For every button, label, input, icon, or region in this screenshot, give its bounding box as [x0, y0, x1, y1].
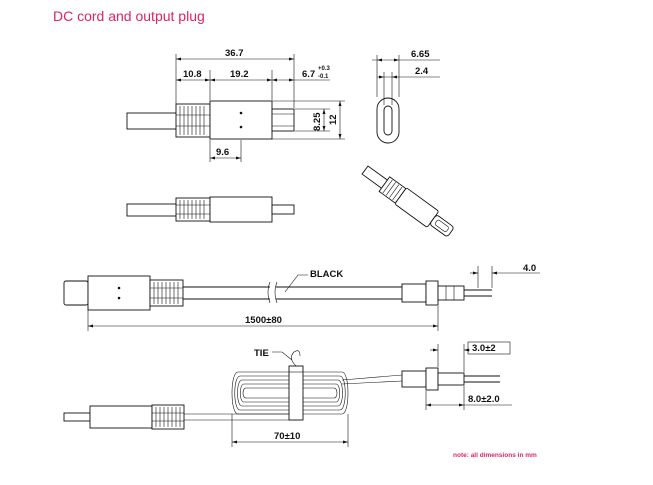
dim-plug-tol-upper: +0.3	[318, 66, 331, 72]
cable-length-view: BLACK 4.0 1500±80	[63, 263, 540, 331]
dim-end-inner: 2.4	[415, 66, 429, 77]
coiled-cable-view: TIE 3.0±2 8.0±2.0	[63, 341, 512, 447]
dim-plug-tol-lower: -0.1	[318, 74, 329, 80]
dim-body-height: 12	[328, 114, 339, 125]
dimensions-note: note: all dimensions in mm	[453, 452, 537, 459]
dim-overall: 36.7	[225, 48, 244, 59]
dim-cable-strain: 10.8	[183, 69, 202, 80]
dim-coil-length: 70±10	[274, 431, 300, 442]
isometric-view	[361, 165, 454, 237]
dim-strip: 3.0±2	[472, 343, 496, 354]
dim-sleeve: 8.0±2.0	[468, 394, 500, 405]
end-view: 6.65 2.4	[372, 49, 440, 144]
tie-label: TIE	[254, 348, 269, 359]
dim-strip-length: 4.0	[523, 263, 536, 274]
dim-plug-base: 6.7	[302, 69, 315, 80]
dim-cable-length: 1500±80	[245, 315, 282, 326]
dim-plug-height: 8.25	[312, 112, 323, 131]
side-view	[126, 196, 295, 223]
dim-body-offset: 9.6	[216, 147, 229, 158]
diagram-title: DC cord and output plug	[53, 8, 205, 24]
dim-end-width: 6.65	[411, 49, 430, 60]
top-view: 36.7 10.8 19.2 6.7 +0.3 -0.1 9.6 8.25 12	[126, 48, 345, 162]
wire-label: BLACK	[310, 269, 343, 280]
dim-body: 19.2	[230, 69, 249, 80]
